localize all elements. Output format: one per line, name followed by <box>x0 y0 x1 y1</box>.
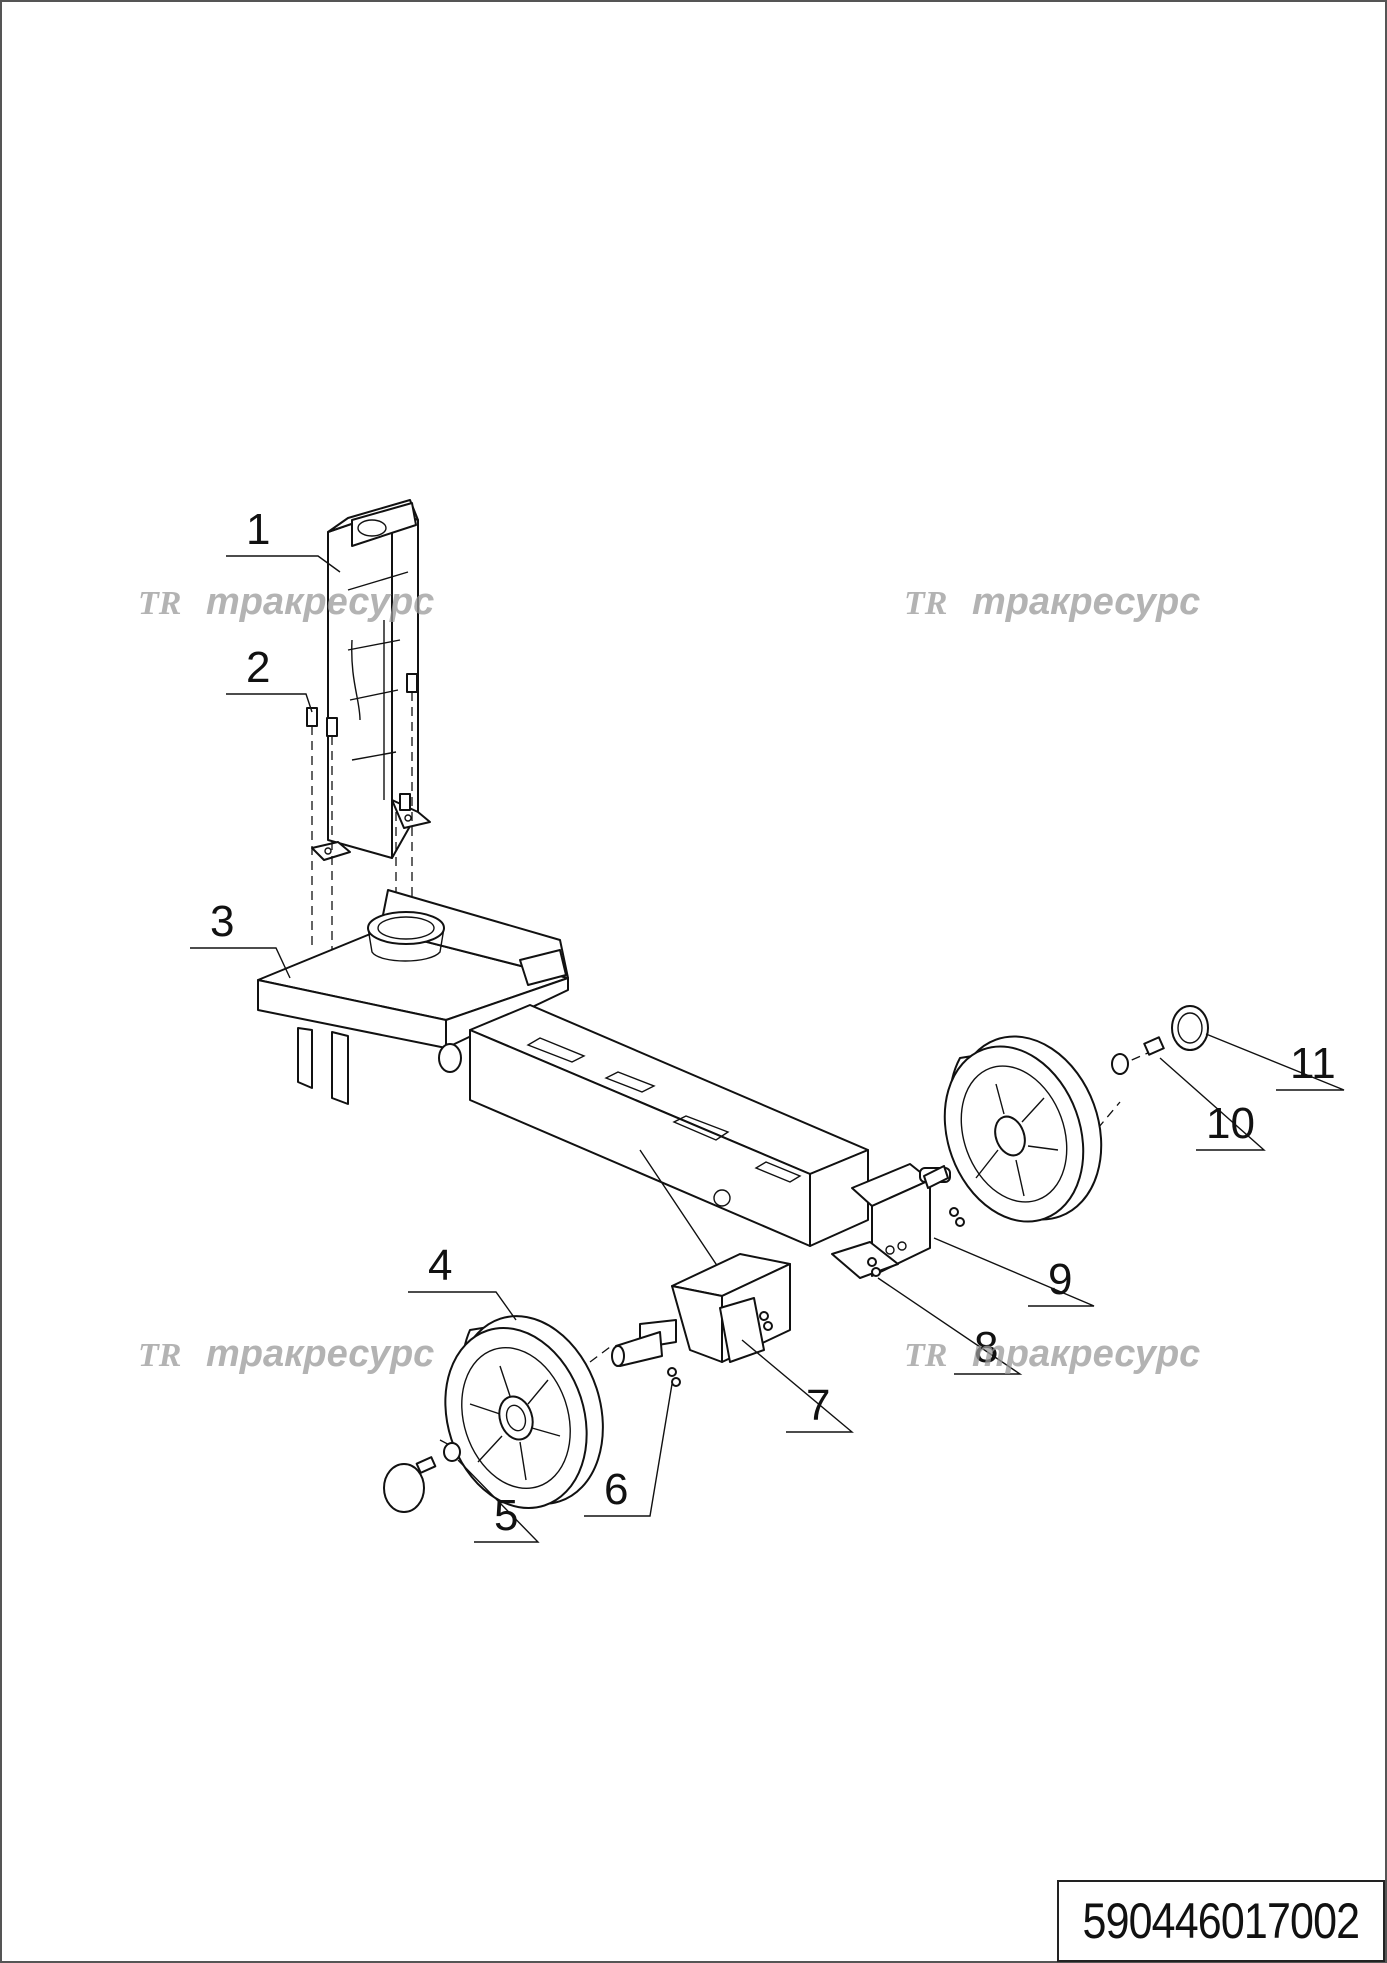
callout-4: 4 <box>428 1241 452 1290</box>
callout-7: 7 <box>806 1381 830 1430</box>
part-5-wheel-fasteners <box>383 1442 461 1513</box>
callout-10: 10 <box>1206 1099 1255 1148</box>
callout-3: 3 <box>210 897 234 946</box>
callout-9: 9 <box>1048 1255 1072 1304</box>
document-number-box: 590446017002 <box>1057 1880 1385 1962</box>
part-11-cap <box>1171 1005 1209 1051</box>
leader-lines <box>190 555 1345 1543</box>
assembly-lines <box>311 692 1151 1457</box>
watermark-logo: TR <box>138 585 181 622</box>
watermark-text: тракресурс <box>206 1333 434 1375</box>
part-10-bolt-washer <box>1111 1036 1165 1075</box>
part-9-bracket <box>831 1163 951 1279</box>
watermark-top-left: TR тракресурс <box>138 581 434 623</box>
callout-11: 11 <box>1290 1039 1336 1088</box>
watermark-logo: TR <box>904 585 947 622</box>
watermark-logo: TR <box>138 1337 181 1374</box>
watermark-text: тракресурс <box>972 1333 1200 1375</box>
watermark-bottom-left: TR тракресурс <box>138 1333 434 1375</box>
part-1-mast <box>311 499 431 861</box>
part-8-bolts <box>867 1207 965 1277</box>
callout-2: 2 <box>246 643 270 692</box>
part-4-wheel-left <box>444 1315 604 1509</box>
watermark-top-right: TR тракресурс <box>904 581 1200 623</box>
document-number: 590446017002 <box>1082 1893 1361 1949</box>
callout-5: 5 <box>494 1491 518 1540</box>
watermark-text: тракресурс <box>972 581 1200 623</box>
watermark-bottom-right: TR тракресурс <box>904 1333 1200 1375</box>
callout-6: 6 <box>604 1465 628 1514</box>
part-3-frame <box>257 889 869 1271</box>
watermark-logo: TR <box>904 1337 947 1374</box>
callout-8: 8 <box>974 1323 998 1372</box>
callout-numbers: 1 2 3 4 5 6 7 8 9 10 11 <box>210 505 1336 1540</box>
callout-1: 1 <box>246 505 270 554</box>
watermark-text: тракресурс <box>206 581 434 623</box>
part-6-nuts <box>667 1311 773 1387</box>
part-7-bracket <box>611 1253 791 1367</box>
wheel-right <box>923 1035 1103 1223</box>
